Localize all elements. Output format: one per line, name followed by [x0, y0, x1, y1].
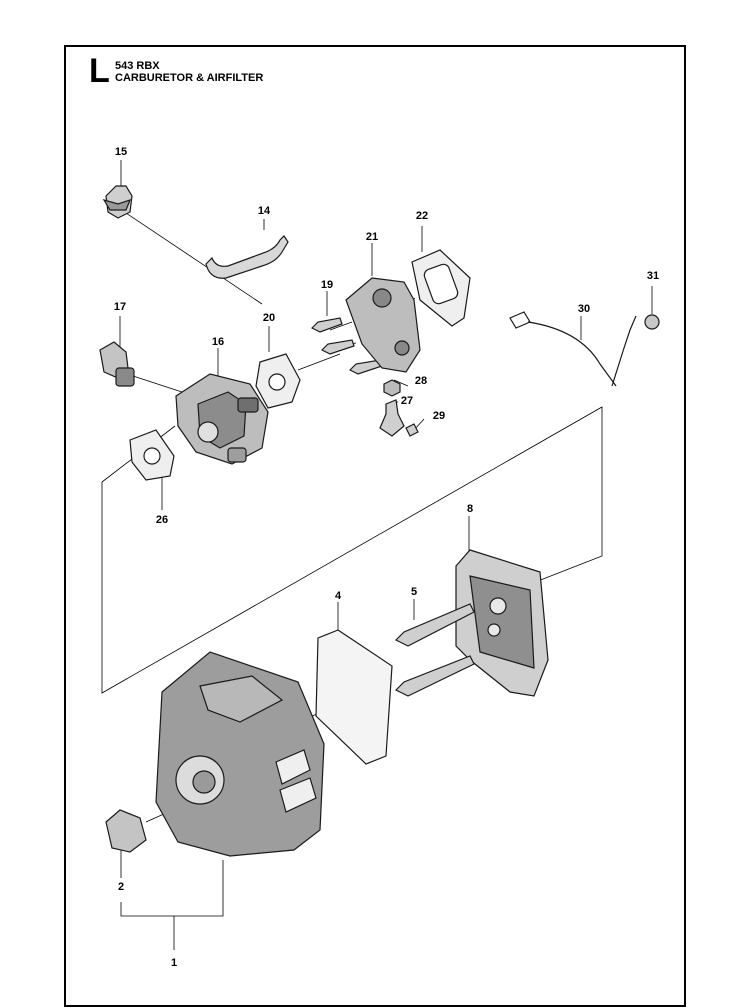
callout-27: 27 [401, 395, 413, 407]
impulse-nipple [379, 399, 405, 437]
model-name: 543 RBX [115, 60, 160, 72]
callout-26: 26 [156, 514, 168, 526]
section-letter: L [89, 52, 110, 90]
cover-knob [105, 809, 147, 853]
air-filter-cover [155, 651, 325, 857]
carburetor [175, 373, 269, 465]
air-filter-element [315, 629, 393, 765]
callout-1: 1 [171, 957, 177, 969]
cable-nut [644, 314, 660, 330]
callout-5: 5 [411, 586, 417, 598]
small-screw [405, 423, 419, 437]
callout-31: 31 [647, 270, 659, 282]
callout-30: 30 [578, 303, 590, 315]
callout-labels: 15 14 22 21 31 19 17 30 20 16 28 27 29 2… [114, 146, 659, 969]
mounting-bolts [310, 317, 383, 375]
callout-2: 2 [118, 881, 124, 893]
callout-19: 19 [321, 279, 333, 291]
filter-bolts [394, 603, 475, 697]
callout-28: 28 [415, 375, 427, 387]
callout-17: 17 [114, 301, 126, 313]
air-filter-base [455, 549, 549, 697]
callout-20: 20 [263, 312, 275, 324]
callout-15: 15 [115, 146, 127, 158]
callout-16: 16 [212, 336, 224, 348]
page-frame [64, 45, 686, 1007]
callout-29: 29 [433, 410, 445, 422]
assembly-group-outline [101, 406, 603, 694]
callout-8: 8 [467, 503, 473, 515]
throttle-cable [509, 311, 637, 387]
callout-22: 22 [416, 210, 428, 222]
callout-14: 14 [258, 205, 271, 217]
nut [383, 379, 401, 397]
fuel-hose [205, 235, 289, 279]
choke-fitting [99, 341, 135, 387]
callout-21: 21 [366, 231, 378, 243]
callout-4: 4 [335, 590, 342, 602]
intake-adapter [345, 277, 421, 373]
primer-bulb [102, 185, 133, 219]
section-title: CARBURETOR & AIRFILTER [115, 72, 264, 84]
